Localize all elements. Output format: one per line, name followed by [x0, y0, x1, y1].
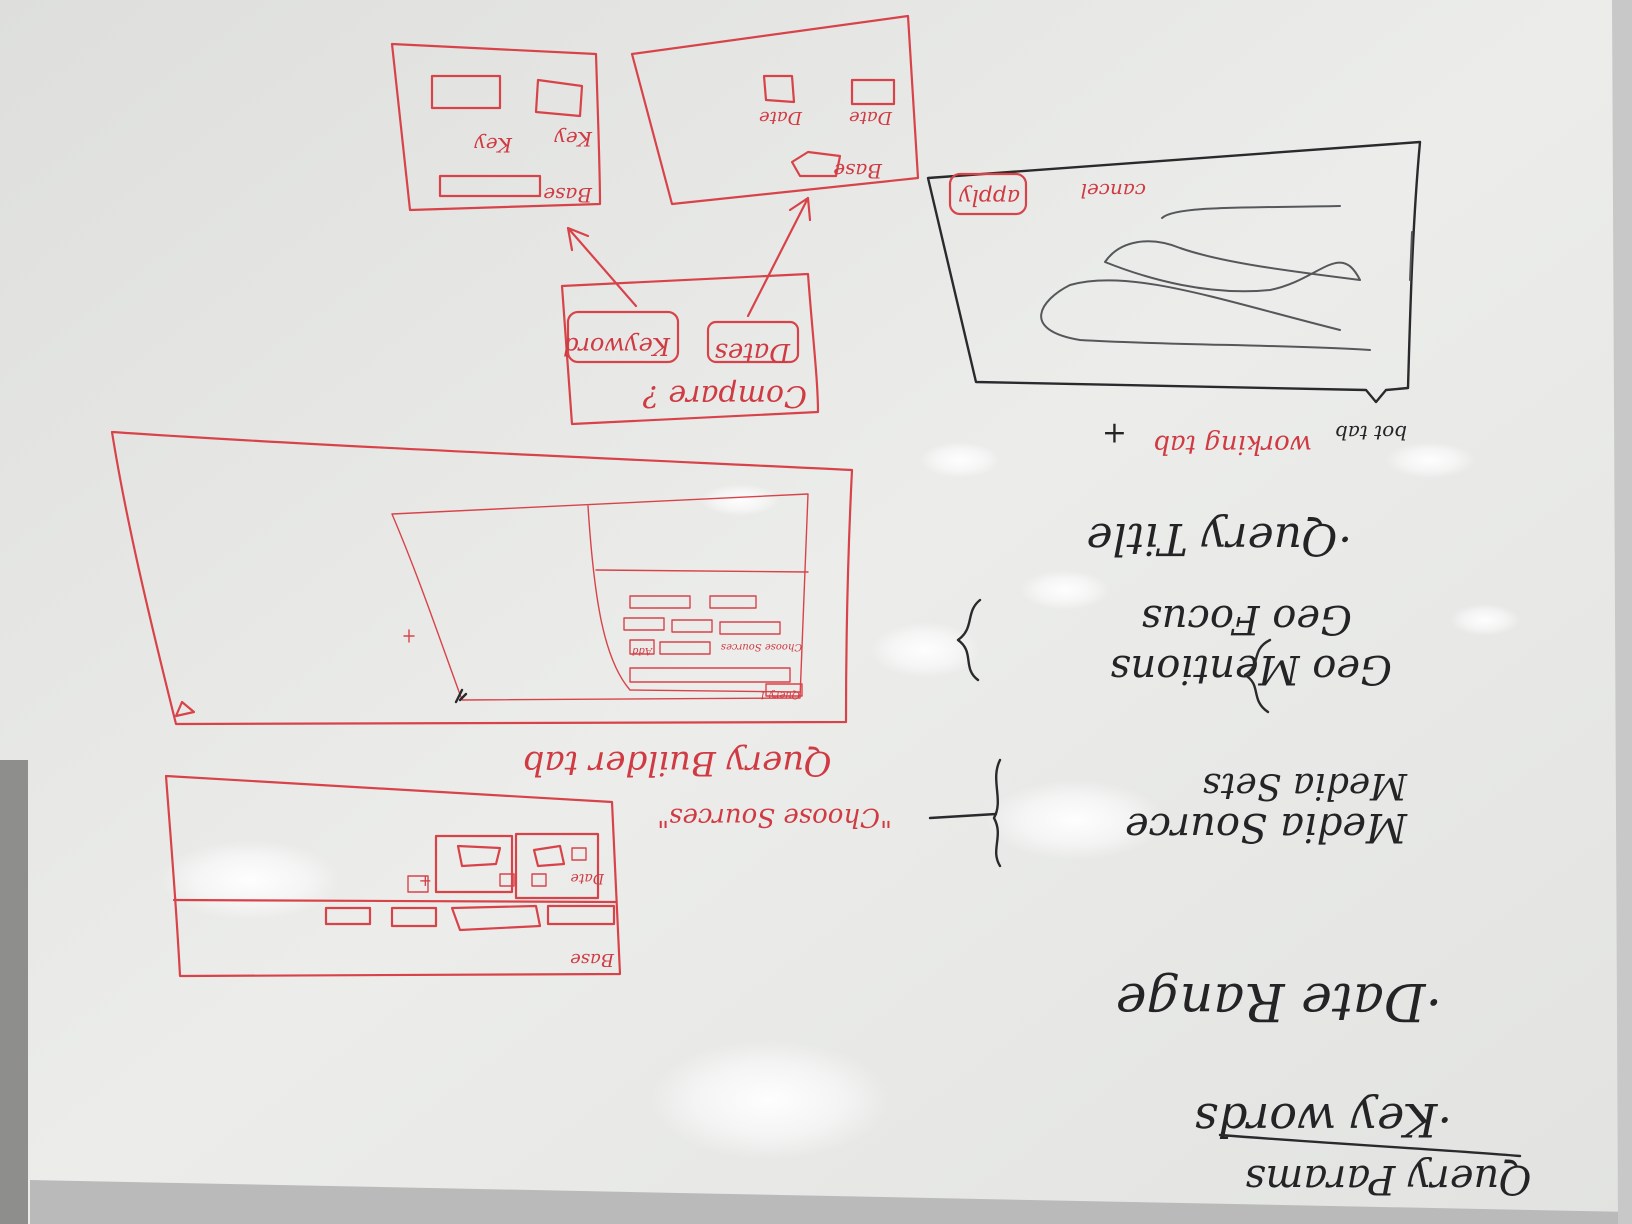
add-button-small[interactable]	[629, 639, 655, 655]
arrow-to-keyword-panel	[566, 226, 638, 308]
source-icon-1	[571, 847, 587, 861]
left-wall	[0, 760, 28, 1224]
keyword-button-box[interactable]	[566, 310, 680, 364]
panel-date-compare	[630, 14, 920, 206]
chart-curve-inner	[1104, 240, 1361, 293]
glare-spot	[1020, 570, 1110, 610]
source-shape-1	[456, 844, 502, 868]
add-small-label[interactable]: Add	[632, 645, 653, 656]
panel-base-label-2: Base	[833, 159, 883, 183]
geo-brace-left	[1243, 638, 1272, 714]
choose-sources-divider	[172, 898, 618, 904]
plus-mark	[403, 629, 415, 643]
dates-button-label[interactable]: Dates	[714, 337, 791, 367]
working-tab-frame	[926, 140, 1422, 404]
chart-line-top	[1161, 205, 1341, 219]
glare-spot	[870, 622, 980, 678]
source-shape-2	[532, 844, 566, 868]
glare-spot	[160, 840, 340, 920]
glare-spot	[920, 442, 1000, 478]
media-brace	[992, 758, 1002, 868]
field-row-1	[629, 595, 691, 609]
panel-key-label-1: Key	[474, 133, 513, 157]
query-builder-panel	[391, 493, 809, 701]
source-pill-3	[390, 906, 438, 928]
source-icon-3	[499, 873, 515, 887]
field-row-1b	[709, 595, 757, 609]
query-builder-label: Query Builder tab	[523, 743, 832, 783]
query-small-label: Query 1	[759, 689, 800, 700]
panel-key-box-2	[534, 78, 584, 118]
compare-modal	[560, 272, 820, 426]
query-builder-divider	[595, 569, 809, 573]
field-row-2	[623, 617, 665, 631]
plus-small-label: +	[419, 872, 432, 891]
chart-curve-outer	[1040, 279, 1371, 351]
query-builder-frame	[110, 430, 854, 726]
whiteboard-frame-right	[1612, 0, 1632, 1224]
glare-spot	[700, 484, 780, 516]
query-title-item: ·Query Title	[1086, 513, 1352, 564]
field-row-4	[629, 667, 791, 683]
panel-date-label-1: Date	[849, 107, 893, 128]
source-box-2	[514, 832, 600, 900]
field-row-2b	[671, 619, 713, 633]
media-brace-line	[928, 812, 998, 820]
source-icon-2	[531, 873, 547, 887]
query-builder-triangle	[174, 700, 196, 718]
panel-date-box-2	[762, 74, 796, 104]
panel-base-label-1: Base	[543, 183, 593, 207]
choose-sources-label: "Choose Sources"	[657, 802, 892, 832]
query-tab-small	[765, 683, 803, 697]
glare-spot	[1450, 604, 1520, 636]
panel-base-box	[438, 174, 542, 198]
glare-spot	[985, 780, 1165, 860]
panel-key-box-1	[430, 74, 502, 110]
source-pill-2	[450, 904, 542, 932]
cancel-label[interactable]: cancel	[1081, 179, 1146, 203]
tab-plus-sign: +	[1102, 416, 1127, 451]
query-params-heading: Query Params	[1245, 1156, 1532, 1202]
geo-focus-item: Geo Focus	[1141, 596, 1352, 642]
date-small-label: Date	[571, 870, 605, 886]
panel-keyword-compare	[390, 42, 602, 212]
choose-sources-base-label: Base	[570, 949, 615, 970]
bottom-tab-label: bot tab	[1335, 421, 1407, 445]
keyword-button-label[interactable]: Keyword	[563, 332, 671, 360]
panel-base-shape	[790, 150, 842, 178]
arrow-to-date-panel	[746, 196, 812, 318]
panel-date-box-1	[850, 78, 896, 106]
glare-spot	[1385, 442, 1475, 478]
dates-button-box[interactable]	[706, 320, 800, 364]
chart-line-right	[1409, 231, 1413, 281]
query-builder-sub-panel	[587, 505, 801, 693]
media-source-item: Media Source	[1125, 804, 1408, 850]
whiteboard-frame	[30, 1180, 1632, 1224]
source-box-1	[434, 834, 514, 894]
choose-sources-frame	[164, 774, 622, 978]
choose-sources-small-label: Choose Sources	[721, 641, 802, 652]
field-row-2c	[719, 621, 781, 635]
media-sets-item: Media Sets	[1202, 765, 1408, 806]
date-range-item: ·Date Range	[1116, 971, 1442, 1031]
source-pill-1	[546, 904, 616, 926]
geo-brace-right	[956, 598, 982, 682]
heading-underline	[1218, 1133, 1522, 1158]
apply-label[interactable]: apply	[959, 184, 1020, 209]
source-pill-4	[324, 906, 372, 926]
compare-label: Compare ?	[642, 378, 807, 413]
keywords-item: ·Key words	[1194, 1093, 1452, 1147]
panel-key-label-2: Key	[554, 127, 593, 151]
field-row-3	[659, 641, 711, 655]
add-source-button[interactable]	[407, 875, 429, 893]
glare-spot	[650, 1040, 890, 1160]
apply-button-box[interactable]	[948, 172, 1028, 216]
panel-date-label-2: Date	[759, 107, 803, 128]
working-tab-label: working tab	[1153, 429, 1312, 459]
cursor-mark	[454, 688, 468, 704]
